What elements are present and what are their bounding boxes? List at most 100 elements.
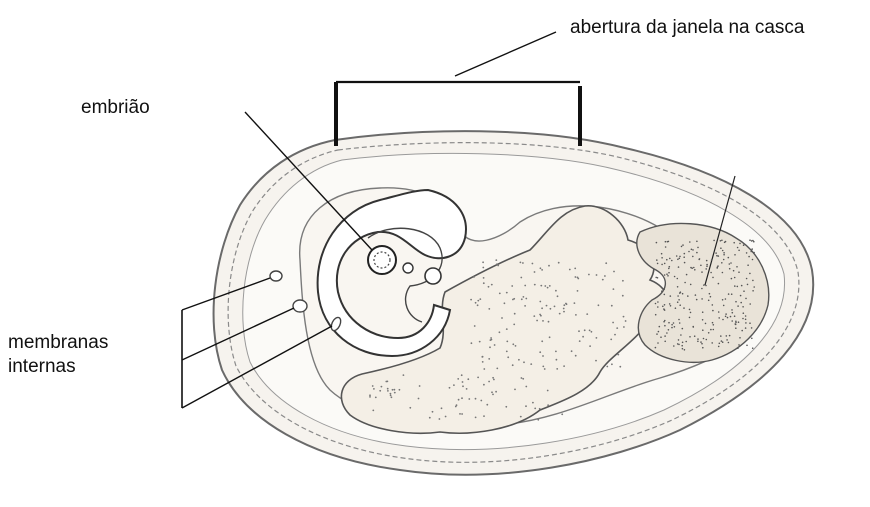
stipple-dot [656,259,658,261]
stipple-dot [466,388,468,390]
stipple-dot [540,285,542,287]
stipple-dot [657,301,659,303]
stipple-dot [685,341,687,343]
stipple-dot [513,298,515,300]
stipple-dot [521,377,523,379]
stipple-dot [488,381,490,383]
stipple-dot [534,271,536,273]
stipple-dot [753,241,755,243]
stipple-dot [725,313,727,315]
stipple-dot [471,342,473,344]
stipple-dot [711,259,713,261]
stipple-dot [750,336,752,338]
stipple-dot [749,239,751,241]
stipple-dot [712,277,714,279]
stipple-dot [525,386,527,388]
stipple-dot [689,241,691,243]
stipple-dot [542,366,544,368]
stipple-dot [533,315,535,317]
stipple-dot [677,301,679,303]
stipple-dot [550,308,552,310]
stipple-dot [731,293,733,295]
stipple-dot [661,253,663,255]
stipple-dot [739,243,741,245]
stipple-dot [723,254,725,256]
stipple-dot [556,359,558,361]
stipple-dot [482,261,484,263]
stipple-dot [604,275,606,277]
stipple-dot [729,263,731,265]
stipple-dot [738,250,740,252]
stipple-dot [730,316,732,318]
stipple-dot [713,324,715,326]
stipple-dot [683,256,685,258]
stipple-dot [488,358,490,360]
stipple-dot [665,241,667,243]
stipple-dot [373,388,375,390]
stipple-dot [712,310,714,312]
stipple-dot [375,397,377,399]
stipple-dot [655,314,657,316]
stipple-dot [521,298,523,300]
stipple-dot [499,331,501,333]
stipple-dot [525,298,527,300]
stipple-dot [532,263,534,265]
stipple-dot [677,259,679,261]
stipple-dot [671,327,673,329]
stipple-dot [738,271,740,273]
stipple-dot [711,342,713,344]
stipple-dot [751,240,753,242]
stipple-dot [753,286,755,288]
stipple-dot [455,406,457,408]
stipple-dot [483,415,485,417]
stipple-dot [742,318,744,320]
stipple-dot [563,308,565,310]
stipple-dot [719,343,721,345]
stipple-dot [687,295,689,297]
stipple-dot [700,341,702,343]
stipple-dot [536,320,538,322]
stipple-dot [403,374,405,376]
stipple-dot [735,324,737,326]
stipple-dot [690,284,692,286]
stipple-dot [742,306,744,308]
stipple-dot [482,267,484,269]
stipple-dot [461,397,463,399]
stipple-dot [610,339,612,341]
stipple-dot [737,247,739,249]
stipple-dot [483,277,485,279]
stipple-dot [751,327,753,329]
stipple-dot [705,285,707,287]
stipple-dot [673,345,675,347]
stipple-dot [698,259,700,261]
stipple-dot [586,313,588,315]
stipple-dot [692,249,694,251]
stipple-dot [721,340,723,342]
stipple-dot [574,268,576,270]
stipple-dot [668,322,670,324]
stipple-dot [418,398,420,400]
stipple-dot [722,272,724,274]
stipple-dot [563,311,565,313]
stipple-dot [701,298,703,300]
stipple-dot [665,246,667,248]
stipple-dot [558,262,560,264]
stipple-dot [496,368,498,370]
stipple-dot [684,262,686,264]
stipple-dot [520,262,522,264]
stipple-dot [511,285,513,287]
stipple-dot [677,295,679,297]
stipple-dot [733,242,735,244]
stipple-dot [718,346,720,348]
stipple-dot [691,267,693,269]
stipple-dot [734,254,736,256]
stipple-dot [659,326,661,328]
stipple-dot [748,256,750,258]
stipple-dot [661,264,663,266]
stipple-dot [712,322,714,324]
stipple-dot [703,284,705,286]
stipple-dot [483,282,485,284]
stipple-dot [661,257,663,259]
stipple-dot [722,341,724,343]
stipple-dot [525,405,527,407]
